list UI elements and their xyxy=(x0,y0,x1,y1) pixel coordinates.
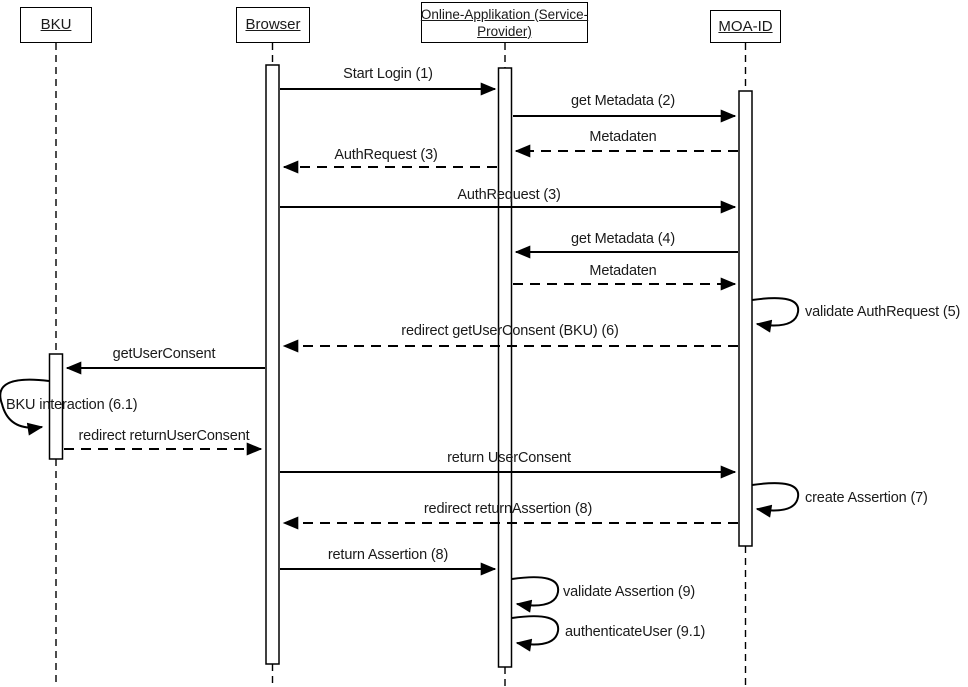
actor-label-moa-id: MOA-ID xyxy=(718,17,773,35)
self-message-label-validate-assertion: validate Assertion (9) xyxy=(563,584,696,600)
loop-authenticateuser xyxy=(511,615,560,652)
message-label-getuserconsent: getUserConsent xyxy=(112,346,216,362)
activation-online-applikation xyxy=(497,67,513,668)
loop-validate-assertion xyxy=(511,576,560,613)
message-label-authrequest-browser-moaid: AuthRequest (3) xyxy=(457,187,561,203)
message-label-metadaten-2: Metadaten xyxy=(589,263,657,279)
message-label-return-userconsent: return UserConsent xyxy=(447,450,571,466)
actor-label-browser: Browser xyxy=(245,16,301,33)
message-label-start-login: Start Login (1) xyxy=(343,66,433,82)
loop-bku-interaction xyxy=(0,378,50,436)
loop-validate-authrequest xyxy=(751,297,800,333)
actor-label-online-applikation-line1: Online-Applikation (Service- xyxy=(420,6,589,22)
activation-bars xyxy=(48,64,753,668)
actor-label-bku: BKU xyxy=(40,16,72,33)
loop-create-assertion xyxy=(751,482,800,518)
self-message-loops xyxy=(0,297,800,652)
self-message-label-validate-authrequest: validate AuthRequest (5) xyxy=(805,304,961,320)
self-message-label-create-assertion: create Assertion (7) xyxy=(805,490,928,506)
actor-label-online-applikation-line2: Provider) xyxy=(477,23,532,39)
actor-box-online-applikation: Online-Applikation (Service- Provider) xyxy=(421,2,588,43)
solid-messages xyxy=(65,82,738,576)
dashed-messages xyxy=(64,144,738,530)
actor-box-bku: BKU xyxy=(20,7,92,43)
lifelines xyxy=(55,43,747,687)
message-label-redirect-getuserconsent: redirect getUserConsent (BKU) (6) xyxy=(401,323,619,339)
activation-bku xyxy=(48,353,64,460)
self-message-label-bku-interaction: BKU interaction (6.1) xyxy=(6,397,138,413)
message-label-get-metadata-2: get Metadata (2) xyxy=(571,93,675,109)
message-label-authrequest-return: AuthRequest (3) xyxy=(334,147,438,163)
message-label-return-assertion: return Assertion (8) xyxy=(327,547,449,563)
self-message-label-authenticateuser: authenticateUser (9.1) xyxy=(565,624,706,640)
message-label-redirect-returnuserconsent: redirect returnUserConsent xyxy=(78,428,250,444)
activation-moa-id xyxy=(738,90,753,547)
actor-box-moa-id: MOA-ID xyxy=(710,10,781,43)
message-label-get-metadata-4: get Metadata (4) xyxy=(571,231,675,247)
activation-browser xyxy=(265,64,280,665)
message-label-redirect-returnassertion: redirect returnAssertion (8) xyxy=(423,501,593,517)
message-label-metadaten-1: Metadaten xyxy=(589,129,657,145)
actor-box-browser: Browser xyxy=(236,7,310,43)
